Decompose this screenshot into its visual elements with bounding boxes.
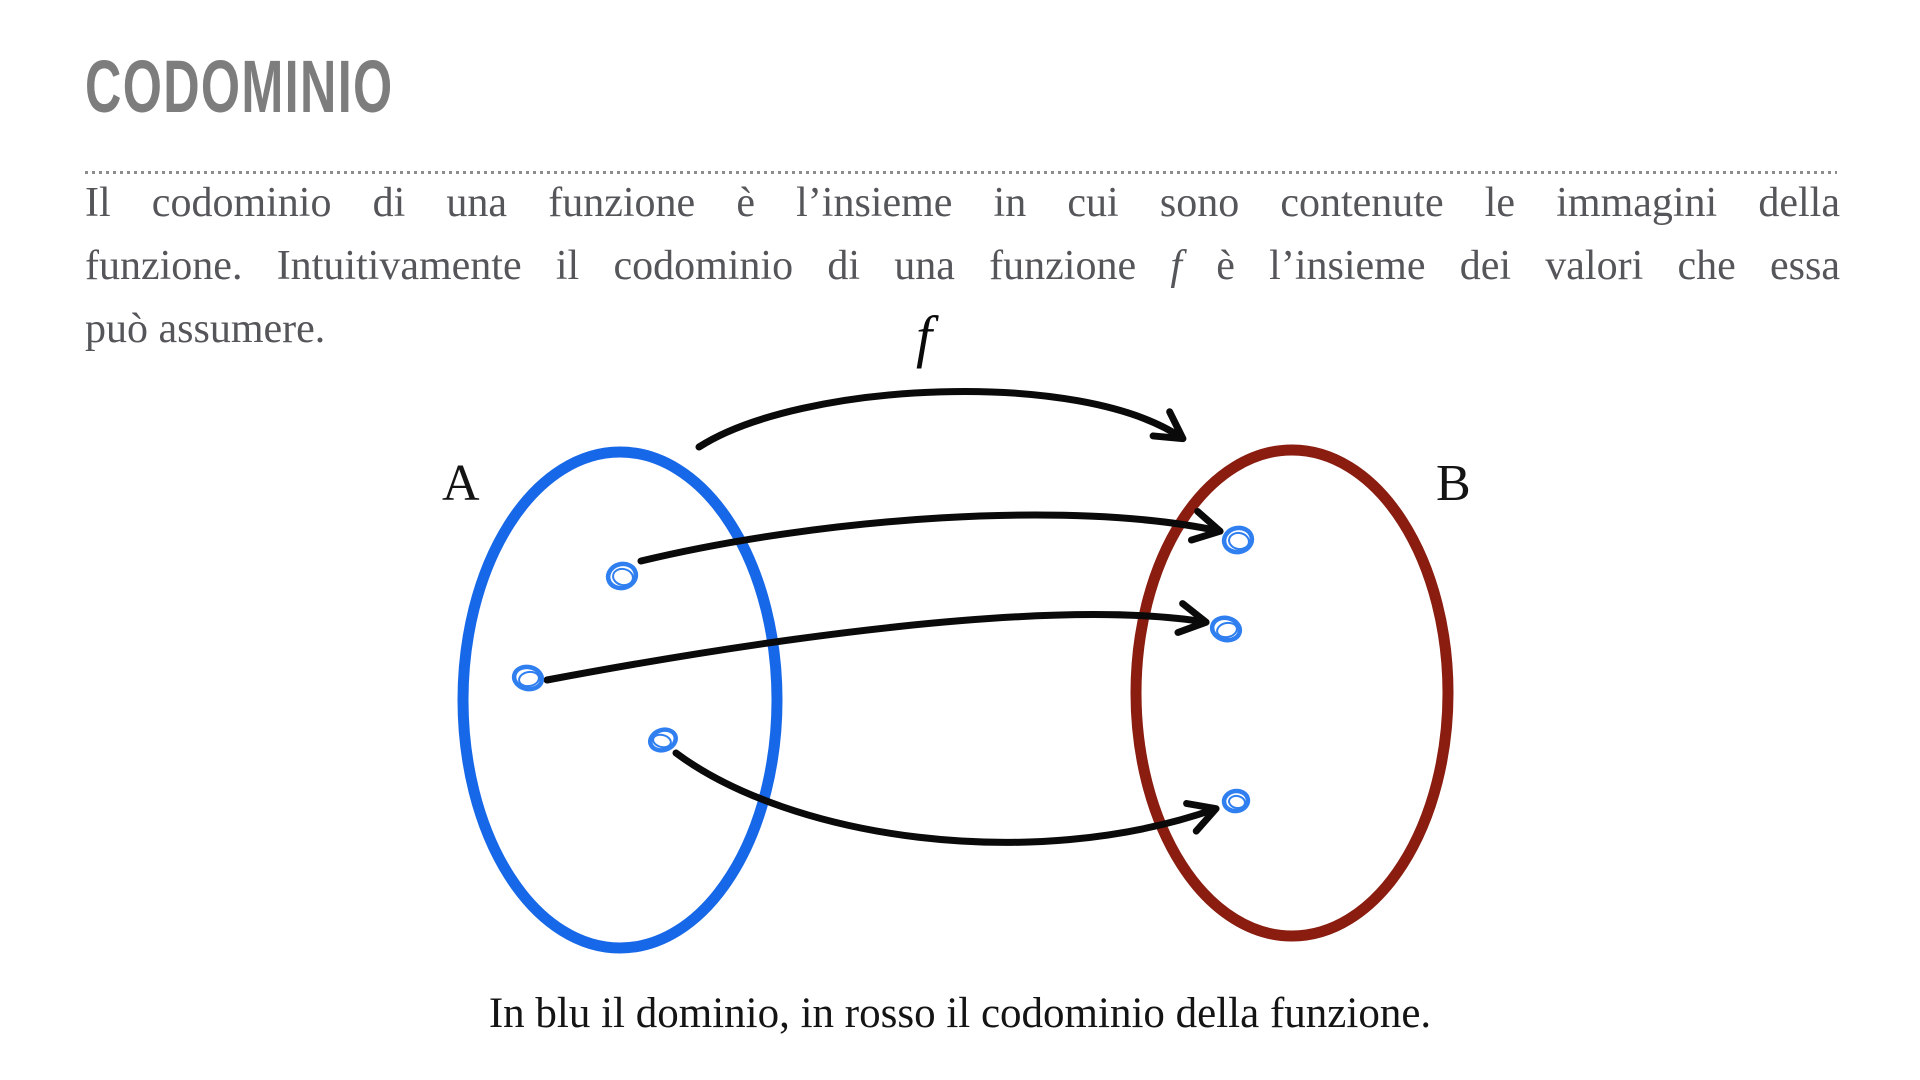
domain-dot-1: [605, 561, 639, 591]
page-title: CODOMINIO: [85, 45, 394, 128]
function-arrow: [695, 388, 1187, 451]
mapping-arrow-1: [637, 507, 1224, 565]
body-paragraph: Il codominio di una funzione è l’insieme…: [85, 172, 1840, 361]
domain-dot-2: [511, 664, 545, 692]
dotted-divider: [85, 171, 1837, 174]
figure-caption: In blu il dominio, in rosso il codominio…: [488, 990, 1432, 1037]
codomain-dot-1: [1221, 525, 1255, 555]
mapping-arrow-3: [672, 749, 1220, 846]
function-symbol-inline: f: [1170, 243, 1183, 289]
paragraph-line-1: Il codominio di una funzione è l’insieme…: [85, 180, 1840, 226]
paragraph-line-2: funzione. Intuitivamente il codominio di…: [85, 235, 1840, 298]
paragraph-line-2-before: funzione. Intuitivamente il codominio di…: [85, 243, 1137, 289]
paragraph-line-2-after: è l’insieme dei valori che essa: [1216, 243, 1840, 289]
codomain-dot-3: [1221, 788, 1251, 814]
domain-label: A: [442, 455, 480, 512]
domain-dot-3: [648, 727, 678, 753]
codomain-label: B: [1436, 455, 1471, 512]
paragraph-line-3: può assumere.: [85, 306, 326, 352]
codomain-dot-2: [1209, 615, 1243, 643]
mapping-arrow-2: [543, 600, 1210, 684]
domain-ellipse: [457, 446, 783, 954]
function-label: f: [916, 304, 933, 369]
codomain-ellipse: [1130, 444, 1454, 942]
